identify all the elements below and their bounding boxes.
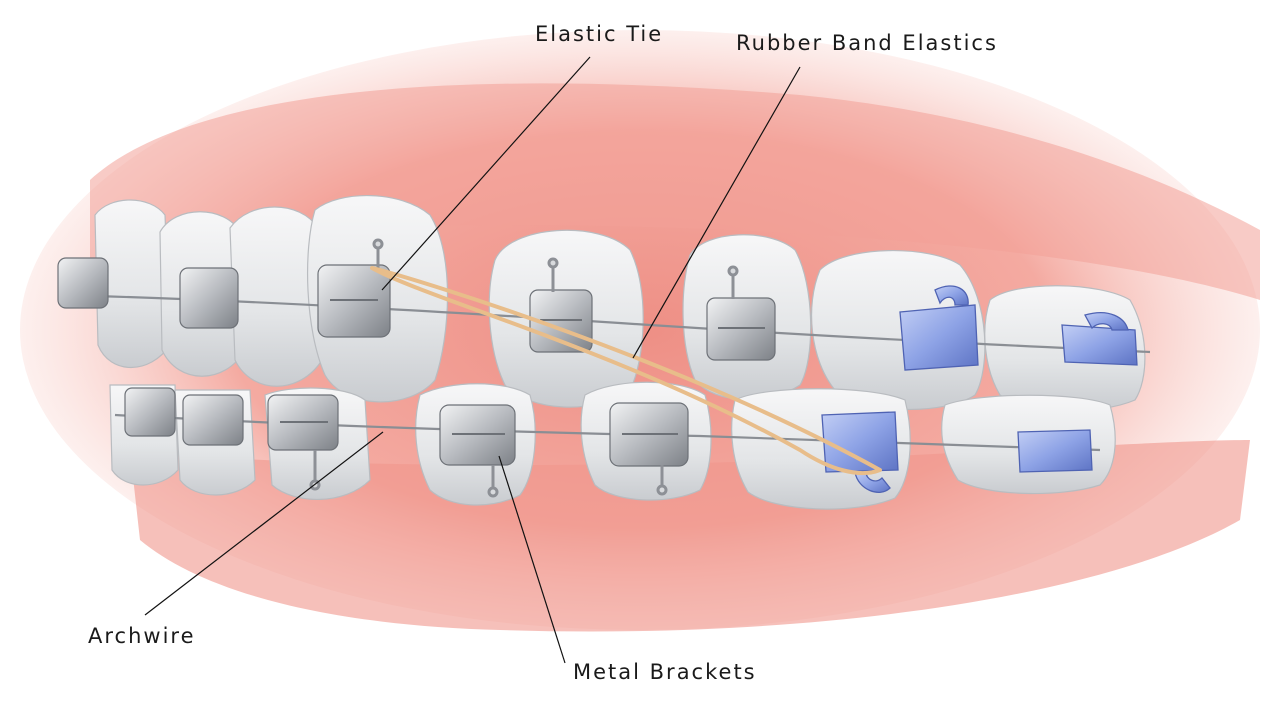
upper-metal-brackets [57, 257, 776, 361]
leader-line-elastic-tie [381, 56, 591, 291]
leader-line-rubber-band [632, 66, 801, 359]
rubber-band-elastic [370, 266, 882, 475]
label-metal-brackets: Metal Brackets [573, 660, 757, 684]
label-rubber-band-elastics: Rubber Band Elastics [736, 31, 998, 55]
leader-lines [144, 56, 801, 664]
leader-line-archwire [144, 431, 384, 616]
leader-line-metal-brackets [498, 455, 566, 664]
label-elastic-tie: Elastic Tie [535, 22, 664, 46]
bracket-slots [280, 299, 765, 435]
label-archwire: Archwire [88, 624, 196, 648]
blue-molar-tubes [821, 285, 1138, 493]
